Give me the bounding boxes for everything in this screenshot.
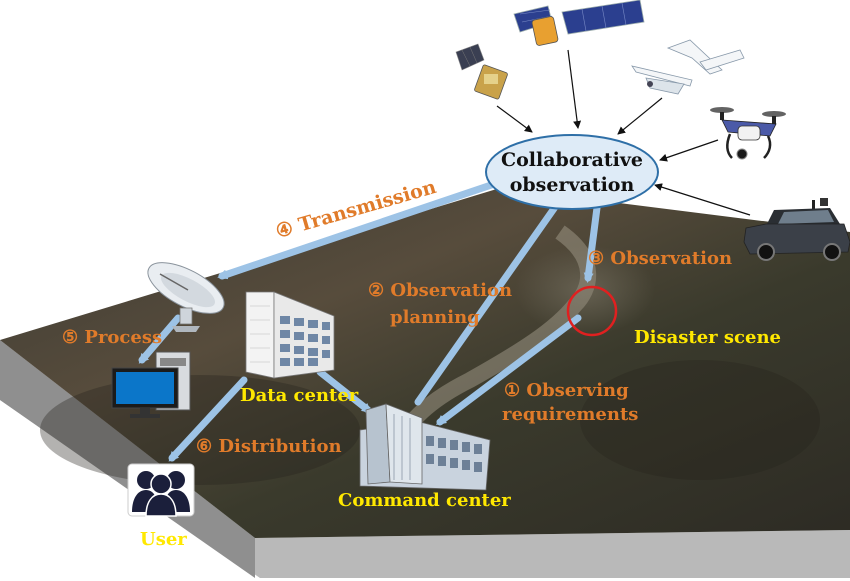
vehicle-icon bbox=[743, 198, 850, 261]
flow-transmission bbox=[217, 176, 510, 280]
small-satellite-icon bbox=[455, 43, 508, 100]
central-node-line2: observation bbox=[510, 174, 635, 196]
flow-planning bbox=[414, 195, 564, 406]
step-process-label: ⑤ Process bbox=[62, 327, 162, 348]
step-distribution-label: ⑥ Distribution bbox=[196, 436, 342, 457]
computer-icon bbox=[111, 351, 191, 418]
step-observation-label: ③ Observation bbox=[588, 248, 732, 269]
arrow-small-satellite bbox=[496, 105, 533, 133]
disaster-scene-label: Disaster scene bbox=[634, 327, 781, 348]
user-group-icon bbox=[127, 463, 195, 517]
data-center-building-icon bbox=[245, 291, 335, 379]
command-center-building-icon bbox=[359, 403, 491, 491]
data-center-label: Data center bbox=[240, 385, 359, 406]
drone-icon bbox=[710, 107, 786, 160]
ridge-shade-2 bbox=[580, 360, 820, 480]
arrow-fixed-wing bbox=[617, 97, 663, 135]
step-planning-label-line1: ② Observation bbox=[368, 280, 512, 301]
flow-arrows bbox=[138, 176, 602, 462]
flow-data-to-command bbox=[316, 368, 372, 414]
collaborative-observation-ellipse bbox=[485, 134, 659, 210]
arrow-vehicle bbox=[654, 183, 751, 216]
command-center-label: Command center bbox=[338, 490, 511, 511]
fixed-wing-uav-icon bbox=[631, 39, 745, 95]
collaborative-observation-node: Collaborative observation bbox=[485, 134, 659, 210]
flow-requirements bbox=[436, 314, 582, 426]
user-label: User bbox=[140, 529, 187, 550]
flow-observation bbox=[583, 196, 602, 283]
satellite-icon bbox=[513, 0, 645, 46]
platform-arrows bbox=[496, 49, 751, 216]
step-planning-label-line2: planning bbox=[390, 307, 480, 328]
flow-process bbox=[138, 314, 182, 364]
flow-distribution bbox=[168, 376, 248, 462]
central-node-line1: Collaborative bbox=[501, 149, 643, 171]
disaster-scene-marker bbox=[566, 285, 618, 337]
step-requirements-label-line1: ① Observing bbox=[504, 380, 629, 401]
valley-highlight bbox=[515, 245, 655, 335]
step-requirements-label-line2: requirements bbox=[502, 404, 638, 425]
satellite-dish-icon bbox=[147, 262, 225, 332]
arrow-drone bbox=[659, 139, 719, 162]
arrow-satellite bbox=[567, 49, 582, 129]
terrain-side-left bbox=[0, 340, 255, 578]
